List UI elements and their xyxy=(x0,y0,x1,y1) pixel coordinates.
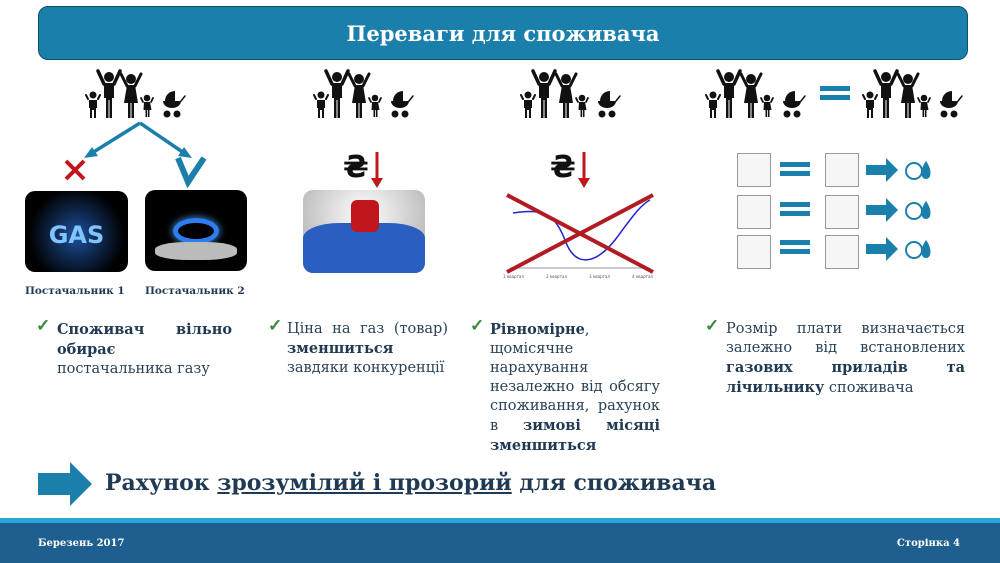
radiator-icon xyxy=(737,235,771,269)
chart-label: 1 квартал xyxy=(503,274,524,279)
chart-label: 3 квартал xyxy=(589,274,610,279)
conclusion-text: Рахунок xyxy=(105,470,218,496)
footer-date: Березень 2017 xyxy=(38,538,125,549)
benefit-1: Споживач вільно обирає постачальника газ… xyxy=(57,320,232,379)
gas-text: GAS xyxy=(48,221,105,249)
check-icon: ✓ xyxy=(470,316,485,336)
benefit-4-bold: газових приладів та лічильнику xyxy=(726,359,965,396)
benefit-4-text-2: споживача xyxy=(824,380,914,396)
benefit-1-text: постачальника газу xyxy=(57,361,210,377)
benefit-4-text: Розмір плати визначається залежно від вс… xyxy=(726,321,965,356)
chart-label: 2 квартал xyxy=(546,274,567,279)
conclusion: Рахунок зрозумілий і прозорий для спожив… xyxy=(105,470,716,496)
footer-strip xyxy=(0,518,1000,523)
payment-arrows xyxy=(866,158,931,261)
conclusion-text-2: для споживача xyxy=(511,470,717,496)
crossed-chart xyxy=(506,193,654,274)
gas-image: GAS xyxy=(25,191,128,272)
benefit-2-text: Ціна на газ (товар) xyxy=(287,321,448,337)
benefit-3-bold-2: зимові місяці зменшиться xyxy=(490,417,660,454)
check-icon: ✓ xyxy=(36,316,51,336)
right-arrow-icon xyxy=(38,462,92,506)
stove-icon xyxy=(737,153,771,187)
cross-icon xyxy=(64,159,86,181)
benefit-2-text-2: завдяки конкуренції xyxy=(287,360,445,376)
radiator-icon xyxy=(825,235,859,269)
down-arrow-icon xyxy=(578,152,590,188)
equals-icon xyxy=(780,240,810,245)
boxing-gloves-image xyxy=(303,190,425,273)
benefit-3-bold: Рівномірне xyxy=(490,321,585,338)
hryvnia-icon: ₴ xyxy=(343,150,369,185)
family-icon xyxy=(520,68,630,118)
chart-label: 4 квартал xyxy=(632,274,653,279)
meter-icon xyxy=(737,195,771,229)
benefit-4: Розмір плати визначається залежно від вс… xyxy=(726,320,965,398)
equals-icon xyxy=(780,162,810,167)
benefit-2-bold: зменшиться xyxy=(287,340,394,357)
benefit-3-text: , щомісячне нарахування незалежно від об… xyxy=(490,322,660,434)
family-icon xyxy=(862,68,972,118)
benefit-1-bold: Споживач вільно обирає xyxy=(57,321,232,358)
benefit-2: Ціна на газ (товар) зменшиться завдяки к… xyxy=(287,320,448,378)
supplier-1-label: Постачальник 1 xyxy=(25,285,125,297)
family-icon xyxy=(705,68,815,118)
check-icon: ✓ xyxy=(268,316,283,336)
slide-title: Переваги для споживача xyxy=(38,6,968,60)
supplier-2-label: Постачальник 2 xyxy=(145,285,245,297)
down-arrow-icon xyxy=(371,152,383,188)
check-icon: ✓ xyxy=(705,316,720,336)
burner-image xyxy=(145,190,247,271)
family-icon xyxy=(313,68,423,118)
conclusion-underlined: зрозумілий і прозорий xyxy=(217,470,512,496)
meter-icon xyxy=(825,195,859,229)
stove-icon xyxy=(825,153,859,187)
slide-title-text: Переваги для споживача xyxy=(346,20,660,46)
footer xyxy=(0,523,1000,563)
benefit-3: Рівномірне, щомісячне нарахування незале… xyxy=(490,320,660,456)
check-icon xyxy=(175,156,207,189)
equals-icon xyxy=(820,86,850,91)
equals-icon xyxy=(780,202,810,207)
family-icon xyxy=(85,68,195,118)
page-number: Сторінка 4 xyxy=(896,538,960,549)
hryvnia-icon: ₴ xyxy=(550,150,576,185)
choice-arrows-icon xyxy=(64,121,207,189)
